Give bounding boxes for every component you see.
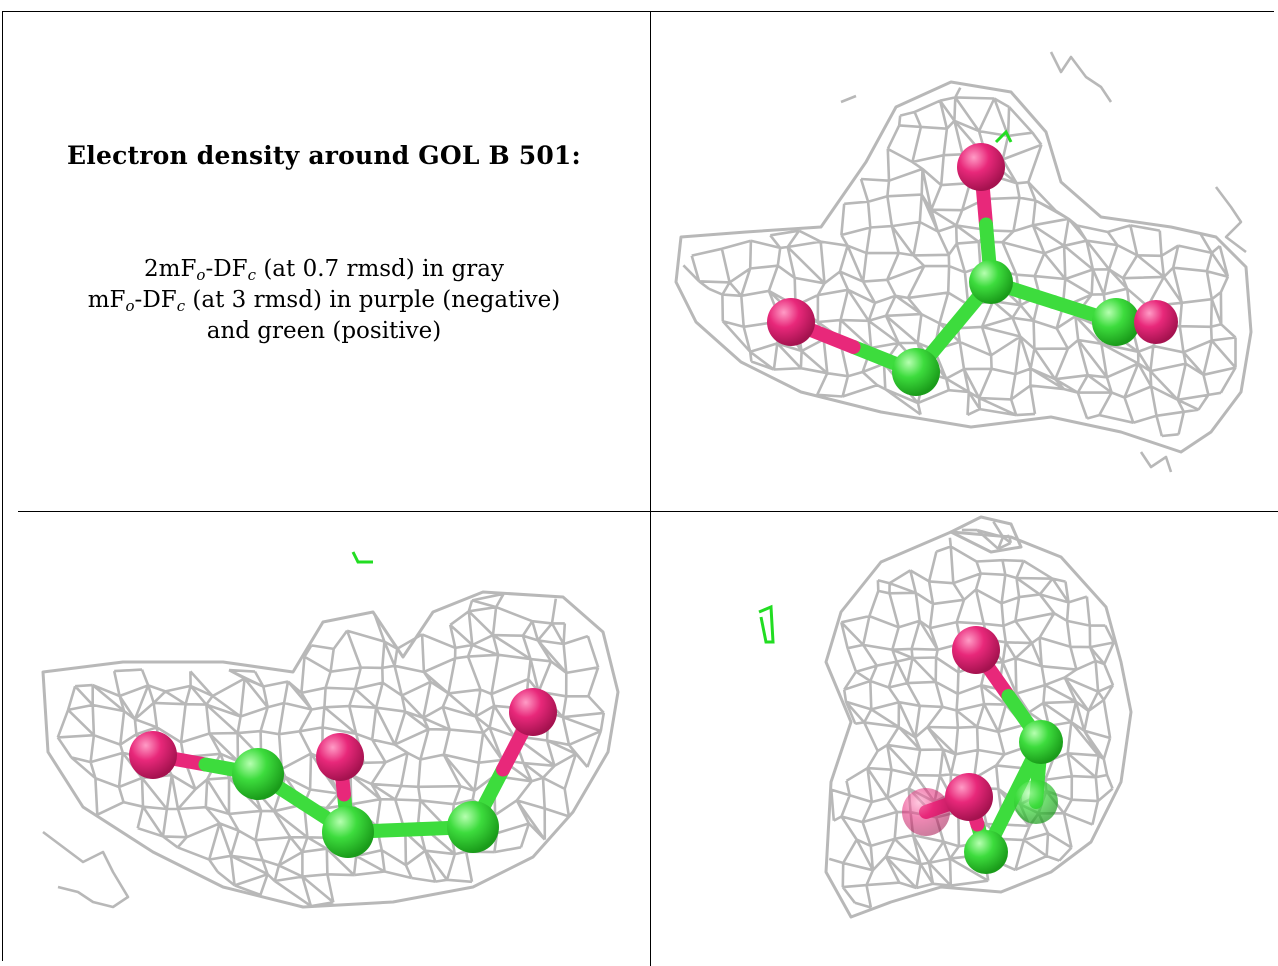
density-mesh-lines: [682, 87, 1237, 438]
oxygen-atom: [945, 773, 993, 821]
density-render-1: [674, 51, 1253, 473]
oxygen-atom: [316, 733, 364, 781]
density-outline: [949, 515, 1023, 554]
oxygen-atom: [767, 298, 815, 346]
glycerol-model: [902, 626, 1063, 874]
oxygen-atom: [952, 626, 1000, 674]
carbon-atom: [322, 806, 374, 858]
carbon-atom: [892, 348, 940, 396]
caption-line-3: and green (positive): [206, 318, 442, 344]
carbon-atom: [1092, 298, 1140, 346]
caption-panel: Electron density around GOL B 501: 2mFo-…: [20, 11, 628, 511]
carbon-atom: [969, 260, 1013, 304]
density-mesh-1: [674, 80, 1253, 454]
caption-line-1: 2mFo-DFc (at 0.7 rmsd) in gray: [144, 256, 504, 284]
density-view-bottom-left: [3, 512, 650, 966]
density-view-bottom-right: [651, 512, 1278, 966]
caption-title: Electron density around GOL B 501:: [67, 141, 581, 170]
carbon-atom: [1014, 780, 1058, 824]
density-outline: [41, 590, 620, 909]
density-render-2: [41, 551, 620, 909]
mesh-fragment: [840, 94, 857, 104]
mesh-fragment: [1214, 186, 1247, 254]
mesh-fragment: [1049, 51, 1113, 103]
positive-density-blob: [758, 604, 775, 644]
oxygen-atom: [1134, 300, 1178, 344]
carbon-atom: [447, 801, 499, 853]
oxygen-atom: [902, 788, 950, 836]
middle-divider: [18, 511, 1278, 512]
caption-line-2: mFo-DFc (at 3 rmsd) in purple (negative): [87, 287, 561, 315]
density-view-top-right: [651, 12, 1278, 511]
oxygen-atom: [957, 143, 1005, 191]
center-divider: [650, 11, 651, 966]
glycerol-model: [767, 143, 1178, 396]
mesh-fragment: [42, 830, 130, 909]
carbon-atom: [1019, 720, 1063, 764]
carbon-atom: [964, 830, 1008, 874]
oxygen-atom: [509, 688, 557, 736]
caption-legend: 2mFo-DFc (at 0.7 rmsd) in gray mFo-DFc (…: [20, 254, 628, 347]
mesh-fragment: [1139, 451, 1173, 473]
density-outline: [674, 80, 1253, 454]
positive-density-blob: [994, 129, 1013, 144]
oxygen-atom: [129, 731, 177, 779]
density-mesh-lines: [961, 521, 1012, 550]
density-render-3: [758, 515, 1133, 919]
glycerol-model: [129, 688, 557, 858]
top-border: [2, 11, 1274, 12]
density-mesh-3b: [949, 515, 1023, 554]
left-border: [2, 11, 3, 961]
carbon-atom: [232, 748, 284, 800]
positive-density-blob: [351, 551, 373, 564]
